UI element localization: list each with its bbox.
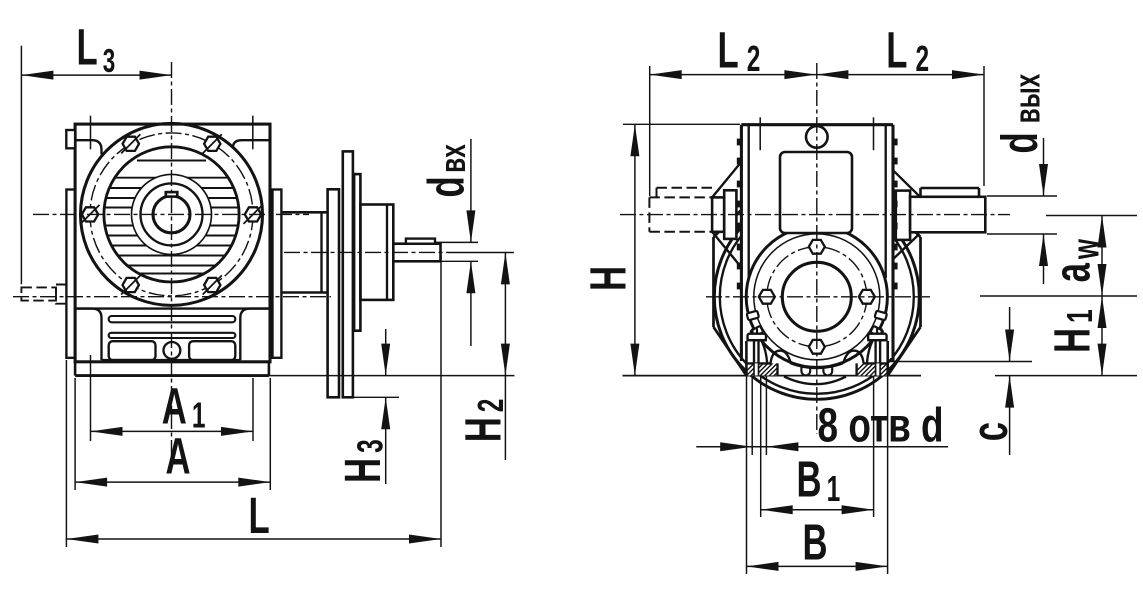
svg-text:L: L xyxy=(249,489,270,545)
svg-text:c: c xyxy=(963,422,1019,441)
svg-text:B: B xyxy=(803,515,828,571)
svg-text:H3: H3 xyxy=(336,439,392,483)
svg-text:A: A xyxy=(166,429,191,485)
svg-text:H: H xyxy=(581,266,637,291)
svg-text:8 отв d: 8 отв d xyxy=(818,399,944,453)
svg-text:L3: L3 xyxy=(77,20,116,79)
